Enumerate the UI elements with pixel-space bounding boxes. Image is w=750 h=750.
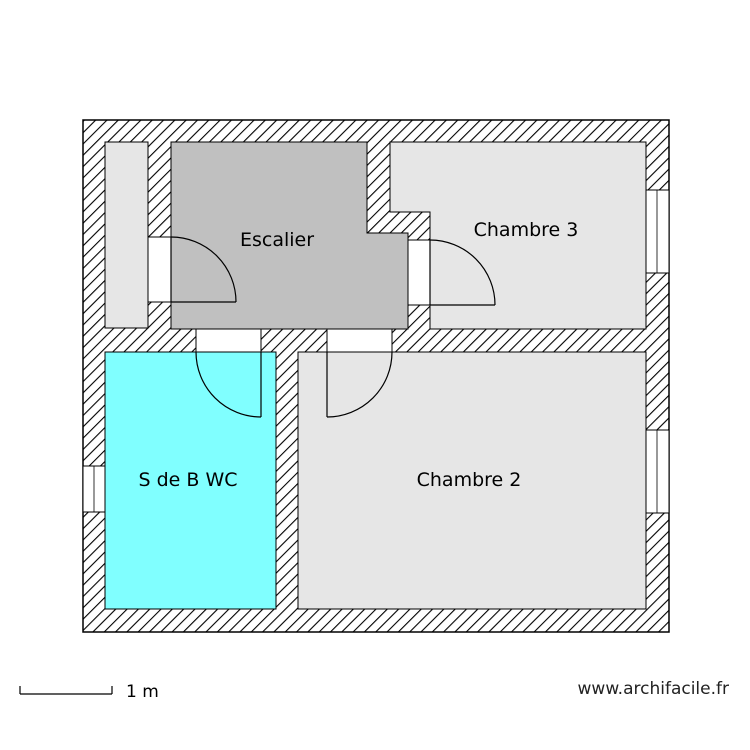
door-opening-chambre3 <box>407 239 431 306</box>
window-chambre3 <box>645 189 670 274</box>
door-opening-sdb <box>195 328 262 353</box>
label-chambre2: Chambre 2 <box>417 469 522 491</box>
door-chambre3 <box>429 239 496 306</box>
room-chambre2 <box>297 351 647 610</box>
label-escalier: Escalier <box>240 229 314 251</box>
scale-bar <box>19 686 113 695</box>
room-chambre3 <box>389 141 647 330</box>
door-sdb <box>195 351 262 418</box>
room-sdb <box>104 351 277 610</box>
door-closet <box>170 236 237 303</box>
label-chambre3: Chambre 3 <box>474 219 579 241</box>
door-opening-closet <box>147 236 172 303</box>
scale-label: 1 m <box>126 682 159 702</box>
door-chambre2 <box>326 351 393 418</box>
window-chambre2 <box>645 429 670 514</box>
closet-room <box>104 141 149 329</box>
door-opening-chambre2 <box>326 328 393 353</box>
label-sdb: S de B WC <box>138 469 237 491</box>
room-escalier <box>170 141 409 330</box>
credit-text: www.archifacile.fr <box>578 679 729 699</box>
